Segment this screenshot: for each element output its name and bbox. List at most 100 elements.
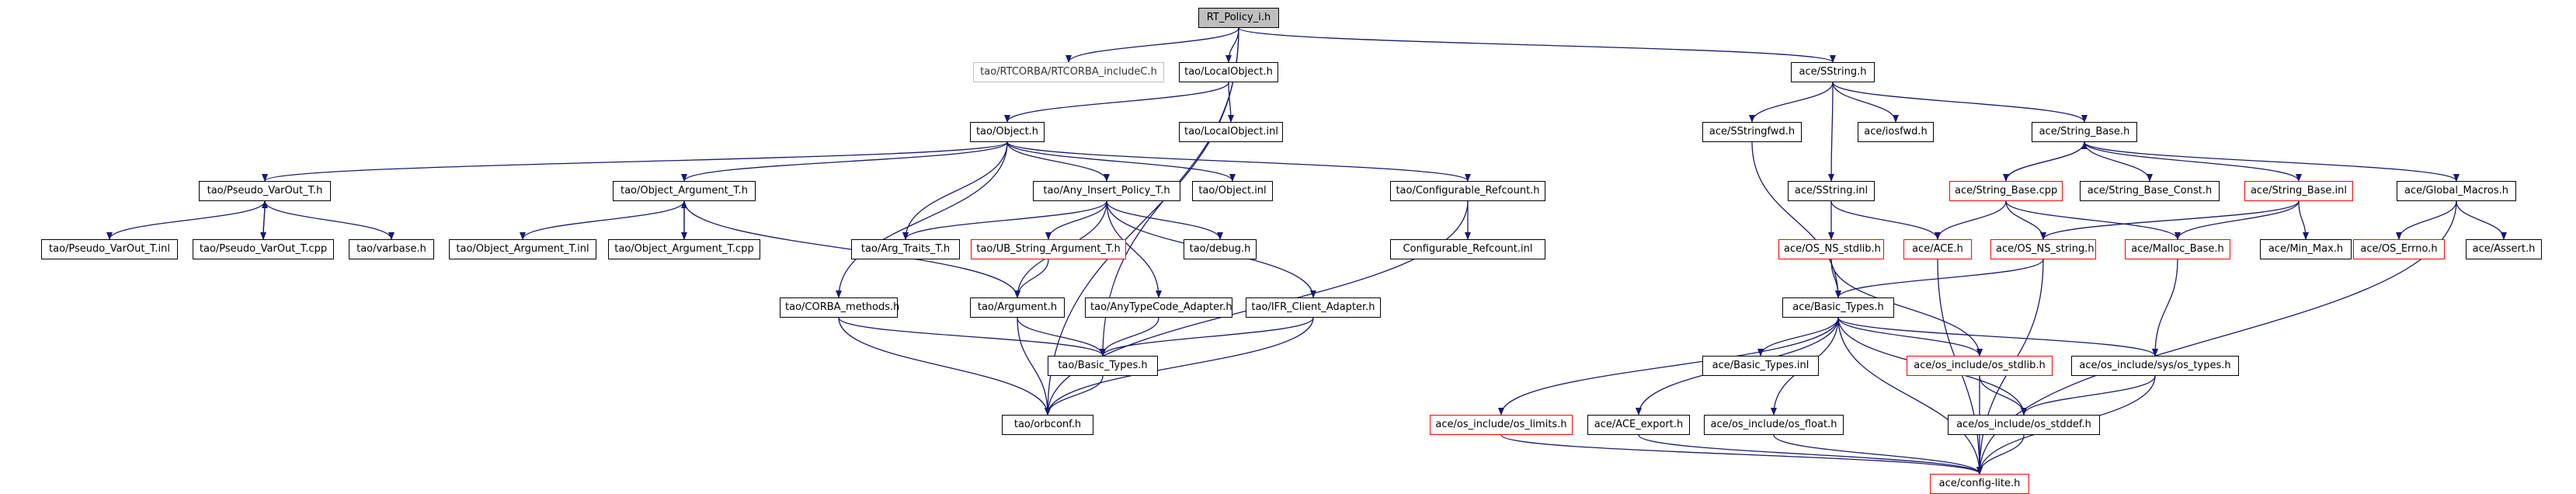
node-global-macros-h[interactable]: ace/Global_Macros.h [2397, 181, 2516, 201]
edge-tao_basic_types_h-to-orbconf_h [1045, 375, 1104, 416]
node-sstring-inl[interactable]: ace/SString.inl [1788, 181, 1875, 201]
edge-rt_policy_i_h-to-orbconf_h [1045, 27, 1239, 416]
edge-object_h-to-arg_traits_t_h [902, 141, 1008, 240]
edge-os_ns_stdlib_h-to-os_include_os_stdlib_h [1830, 259, 1983, 357]
edge-ace_basic_types_h-to-os_include_os_stdlib_h [1837, 317, 1983, 357]
node-rtcorba-includec[interactable]: tao/RTCORBA/RTCORBA_includeC.h [973, 62, 1164, 82]
node-anytypecode-adapter-h[interactable]: tao/AnyTypeCode_Adapter.h [1085, 297, 1232, 318]
edge-string_base_h-to-global_macros_h [2084, 141, 2460, 182]
node-object-argument-t-cpp[interactable]: tao/Object_Argument_T.cpp [608, 239, 760, 259]
node-orbconf-h[interactable]: tao/orbconf.h [1002, 415, 1093, 435]
node-rt-policy-i-h[interactable]: RT_Policy_i.h [1198, 8, 1279, 28]
node-tao-basic-types-h[interactable]: tao/Basic_Types.h [1048, 356, 1158, 376]
edge-localobject_h-to-object_h [1004, 82, 1229, 123]
edge-malloc_base_h-to-os_include_sys_os_types_h [2152, 259, 2178, 357]
node-pseudo-varout-t-inl[interactable]: tao/Pseudo_VarOut_T.inl [41, 239, 178, 259]
edge-string_base_cpp-to-ace_h [1935, 200, 2007, 240]
node-corba-methods-h[interactable]: tao/CORBA_methods.h [780, 297, 899, 318]
node-string-base-const-h[interactable]: ace/String_Base_Const.h [2080, 181, 2220, 201]
node-malloc-base-h[interactable]: ace/Malloc_Base.h [2125, 239, 2230, 259]
node-string-base-cpp[interactable]: ace/String_Base.cpp [1949, 181, 2063, 201]
node-localobject-h[interactable]: tao/LocalObject.h [1179, 62, 1278, 82]
edge-ace_basic_types_h-to-os_include_sys_os_types_h [1837, 317, 2158, 357]
node-os-errno-h[interactable]: ace/OS_Errno.h [2353, 239, 2445, 259]
node-ace-basic-types-inl[interactable]: ace/Basic_Types.inl [1702, 356, 1819, 376]
node-string-base-inl[interactable]: ace/String_Base.inl [2244, 181, 2353, 201]
edge-os_include_os_limits_h-to-config_lite_h [1500, 434, 1983, 475]
edge-rt_policy_i_h-to-rtcorba_includec [1066, 27, 1239, 63]
edge-rt_policy_i_h-to-sstring_h [1238, 27, 1836, 63]
node-object-inl[interactable]: tao/Object.inl [1192, 181, 1273, 201]
edge-ub_string_argument_t_h-to-argument_h [1014, 259, 1049, 298]
node-os-ns-string-h[interactable]: ace/OS_NS_string.h [1990, 239, 2096, 259]
node-string-base-h[interactable]: ace/String_Base.h [2032, 122, 2137, 142]
edge-object_h-to-pseudo_varout_t_h [262, 141, 1008, 182]
edge-sstring_h-to-string_base_h [1832, 82, 2088, 123]
edge-sstring_h-to-sstring_inl [1828, 82, 1835, 182]
node-sstringfwd-h[interactable]: ace/SStringfwd.h [1702, 122, 1802, 142]
node-assert-h[interactable]: ace/Assert.h [2466, 239, 2542, 259]
node-os-ns-stdlib-h[interactable]: ace/OS_NS_stdlib.h [1778, 239, 1884, 259]
edge-argument_h-to-tao_basic_types_h [1017, 317, 1106, 357]
node-os-include-os-float-h[interactable]: ace/os_include/os_float.h [1704, 415, 1844, 435]
edge-global_macros_h-to-assert_h [2456, 200, 2507, 240]
edge-any_insert_policy_t_h-to-arg_traits_t_h [902, 200, 1107, 240]
node-configurable-refcount-inl[interactable]: Configurable_Refcount.inl [1390, 239, 1545, 259]
edge-localobject_h-to-localobject_inl [1227, 82, 1234, 123]
node-configurable-refcount-h[interactable]: tao/Configurable_Refcount.h [1390, 181, 1545, 201]
edge-ifr_client_adapter_h-to-tao_basic_types_h [1100, 317, 1314, 357]
edge-string_base_h-to-string_base_const_h [2084, 141, 2153, 182]
edge-any_insert_policy_t_h-to-ub_string_argument_t_h [1045, 200, 1107, 240]
edge-object_argument_t_h-to-object_argument_t_inl [520, 200, 685, 240]
node-ifr-client-adapter-h[interactable]: tao/IFR_Client_Adapter.h [1246, 297, 1381, 318]
node-min-max-h[interactable]: ace/Min_Max.h [2260, 239, 2352, 259]
edge-string_base_cpp-to-malloc_base_h [2005, 200, 2181, 240]
node-any-insert-policy-t-h[interactable]: tao/Any_Insert_Policy_T.h [1033, 181, 1180, 201]
edge-string_base_inl-to-os_ns_string_h [2040, 200, 2300, 240]
edge-any_insert_policy_t_h-to-anytypecode_adapter_h [1106, 200, 1162, 298]
node-sstring-h[interactable]: ace/SString.h [1791, 62, 1875, 82]
edge-os_include_os_stddef_h-to-config_lite_h [1976, 434, 2025, 475]
edge-pseudo_varout_t_cpp-to-pseudo_varout_t_h [261, 200, 268, 240]
edge-corba_methods_h-to-orbconf_h [838, 317, 1051, 416]
node-object-argument-t-h[interactable]: tao/Object_Argument_T.h [613, 181, 756, 201]
edge-sstring_h-to-iosfwd_h [1832, 82, 1899, 123]
edge-ace_basic_types_h-to-os_include_os_limits_h [1498, 317, 1839, 416]
node-argument-h[interactable]: tao/Argument.h [970, 297, 1065, 318]
edge-os_ns_string_h-to-ace_basic_types_h [1835, 259, 2044, 298]
edge-string_base_inl-to-malloc_base_h [2174, 200, 2300, 240]
edge-ace_basic_types_h-to-ace_basic_types_inl [1757, 317, 1839, 357]
edge-object_h-to-corba_methods_h [836, 141, 1008, 298]
node-os-include-os-stdlib-h[interactable]: ace/os_include/os_stdlib.h [1907, 356, 2053, 376]
edge-sstring_h-to-sstringfwd_h [1749, 82, 1834, 123]
node-ub-string-argument-t-h[interactable]: tao/UB_String_Argument_T.h [971, 239, 1126, 259]
edge-ace_basic_types_h-to-config_lite_h [1837, 317, 1983, 475]
edge-object_h-to-configurable_refcount_h [1006, 141, 1471, 182]
edge-string_base_h-to-string_base_inl [2084, 141, 2302, 182]
dependency-edges [106, 27, 2507, 475]
node-object-h[interactable]: tao/Object.h [970, 122, 1045, 142]
node-ace-basic-types-h[interactable]: ace/Basic_Types.h [1782, 297, 1894, 318]
node-pseudo-varout-t-h[interactable]: tao/Pseudo_VarOut_T.h [199, 181, 331, 201]
node-varbase-h[interactable]: tao/varbase.h [349, 239, 434, 259]
node-pseudo-varout-t-cpp[interactable]: tao/Pseudo_VarOut_T.cpp [193, 239, 334, 259]
node-os-include-os-limits-h[interactable]: ace/os_include/os_limits.h [1430, 415, 1573, 435]
edge-any_insert_policy_t_h-to-debug_h [1106, 200, 1223, 240]
node-config-lite-h[interactable]: ace/config-lite.h [1930, 474, 2029, 494]
node-ace-export-h[interactable]: ace/ACE_export.h [1587, 415, 1690, 435]
edge-global_macros_h-to-os_errno_h [2396, 200, 2457, 240]
edge-os_include_os_float_h-to-config_lite_h [1773, 434, 1983, 475]
node-os-include-os-stddef-h[interactable]: ace/os_include/os_stddef.h [1948, 415, 2100, 435]
node-object-argument-t-inl[interactable]: tao/Object_Argument_T.inl [449, 239, 596, 259]
node-os-include-sys-os-types-h[interactable]: ace/os_include/sys/os_types.h [2071, 356, 2239, 376]
node-localobject-inl[interactable]: tao/LocalObject.inl [1179, 122, 1283, 142]
node-iosfwd-h[interactable]: ace/iosfwd.h [1858, 122, 1934, 142]
node-arg-traits-t-h[interactable]: tao/Arg_Traits_T.h [851, 239, 960, 259]
node-debug-h[interactable]: tao/debug.h [1184, 239, 1257, 259]
edge-ifr_client_adapter_h-to-orbconf_h [1045, 317, 1314, 416]
node-ace-h[interactable]: ace/ACE.h [1903, 239, 1972, 259]
edge-string_base_cpp-to-string_base_h [2005, 141, 2088, 182]
edge-string_base_inl-to-min_max_h [2298, 200, 2309, 240]
